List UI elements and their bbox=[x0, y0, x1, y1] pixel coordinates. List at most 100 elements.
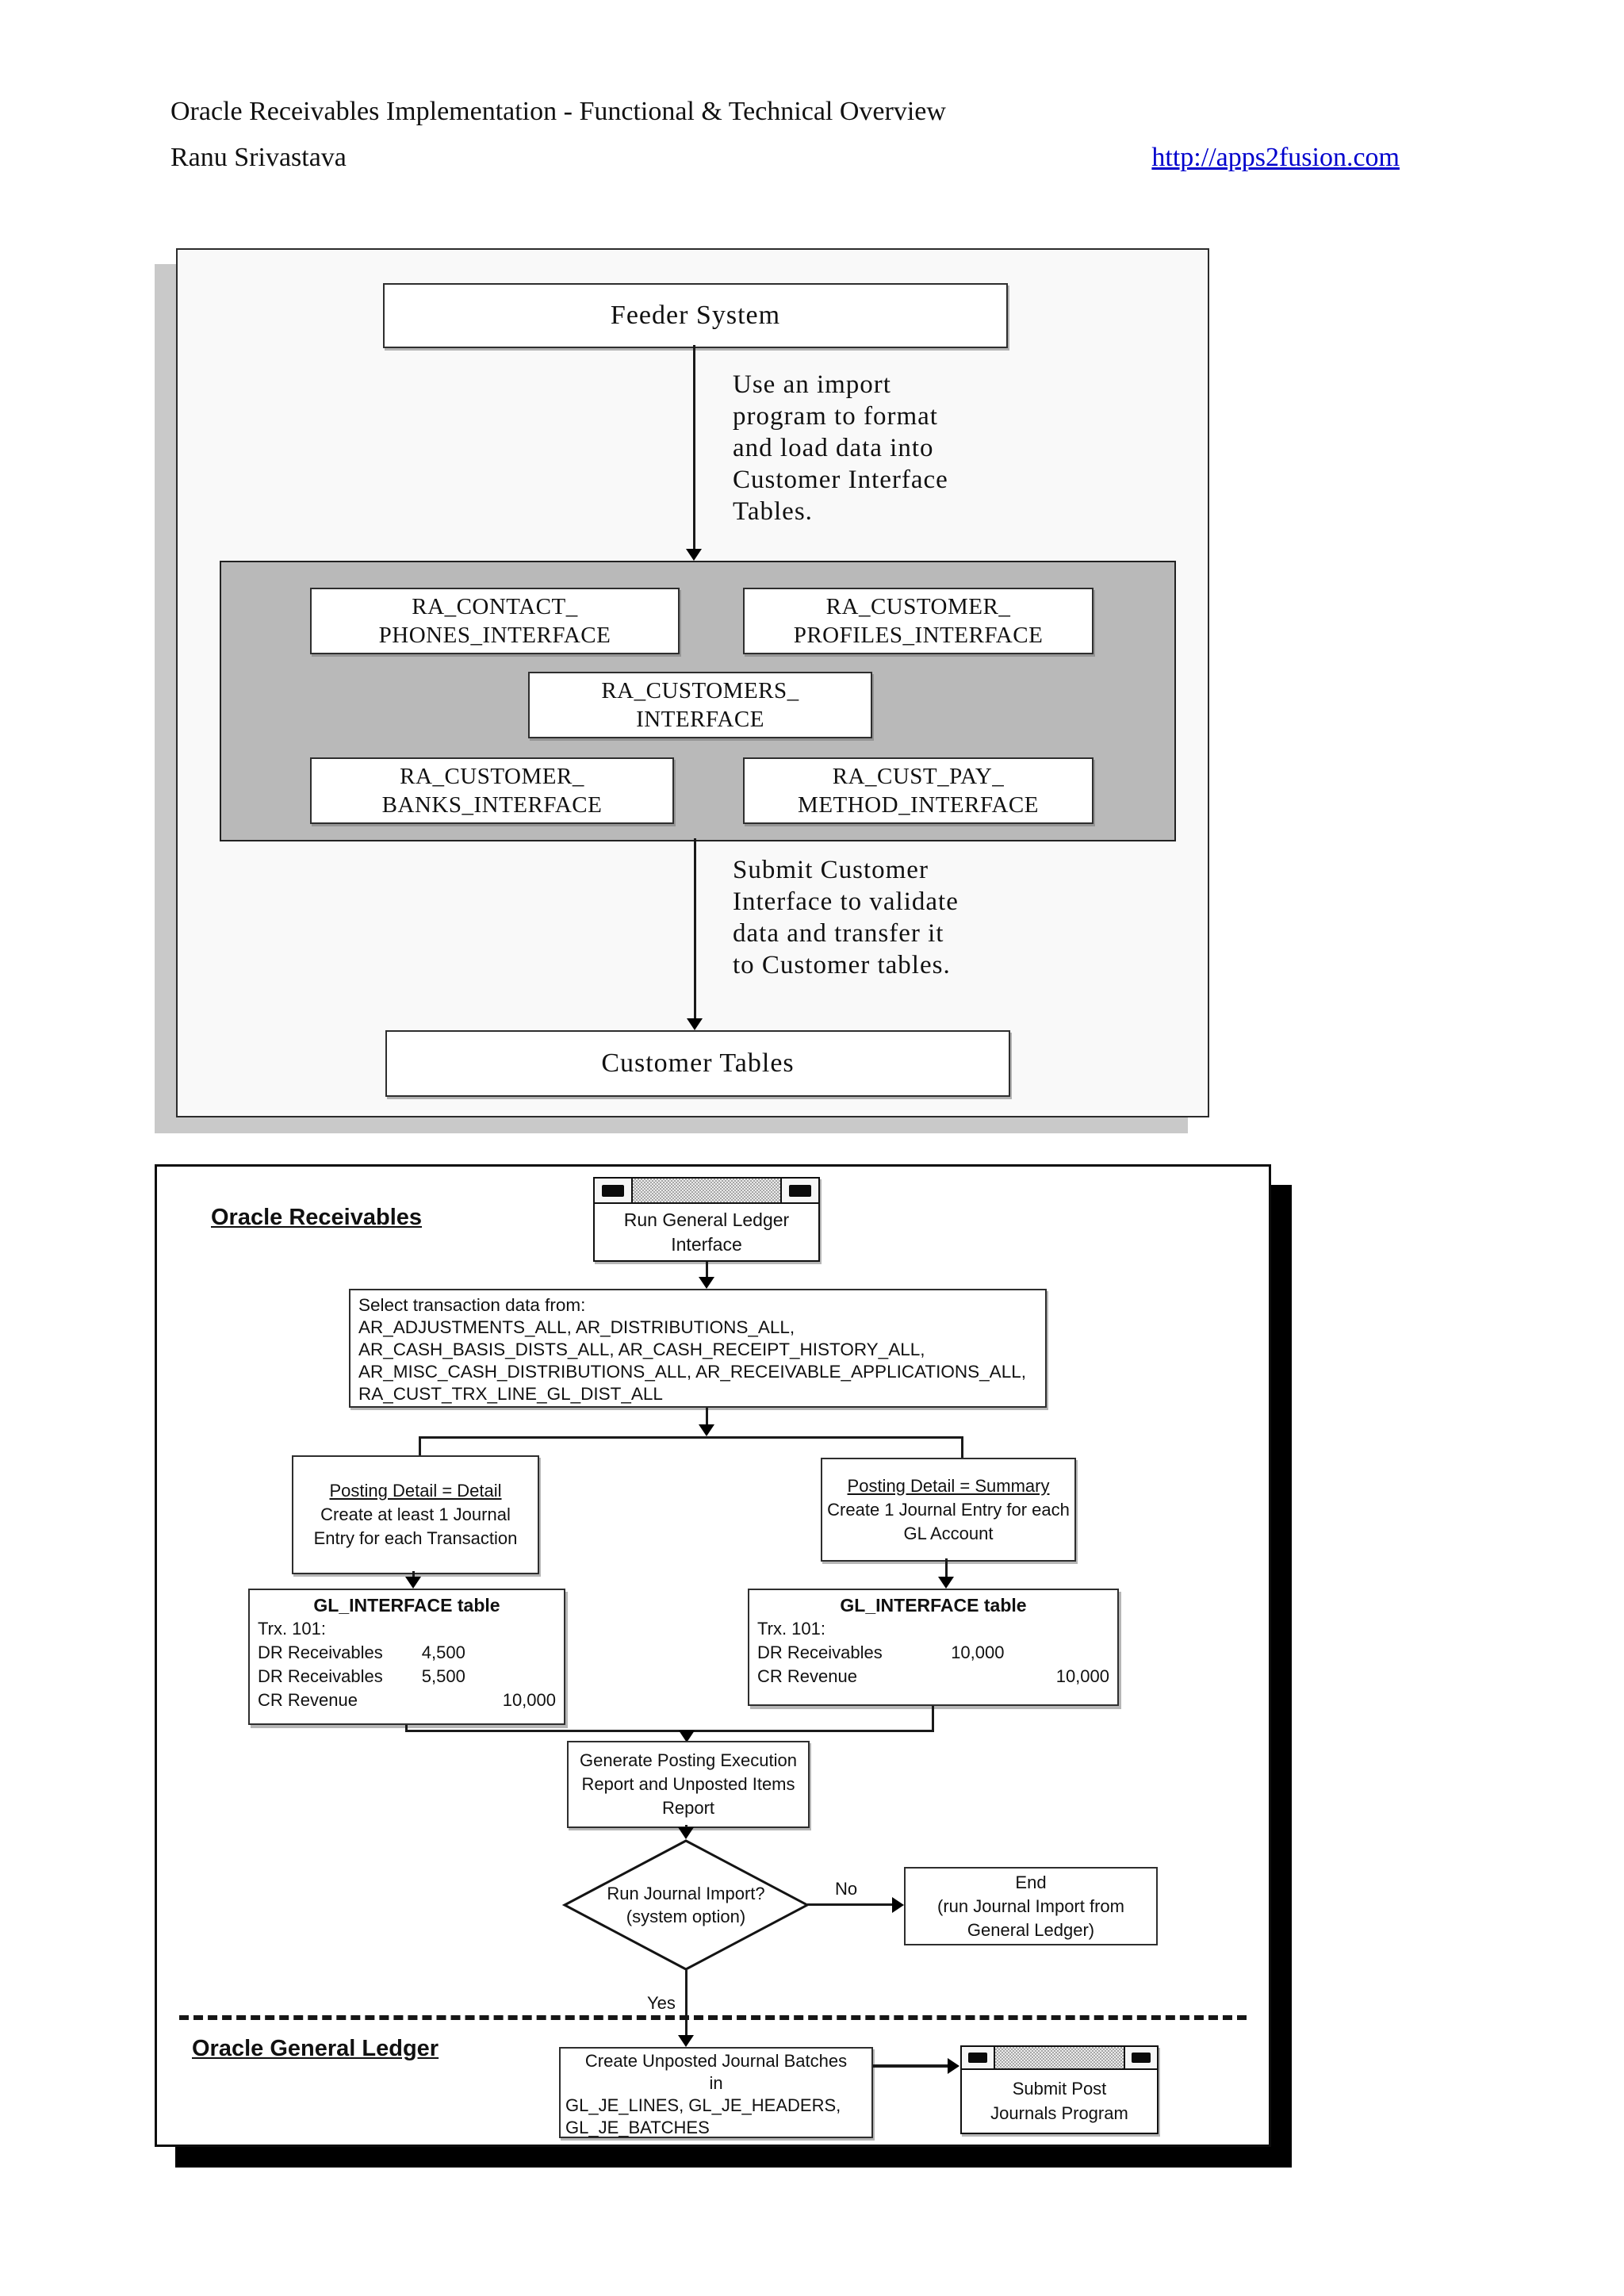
select-line: AR_CASH_BASIS_DISTS_ALL, AR_CASH_RECEIPT… bbox=[358, 1340, 925, 1359]
end-line: (run Journal Import from bbox=[937, 1895, 1124, 1916]
select-line: AR_MISC_CASH_DISTRIBUTIONS_ALL, AR_RECEI… bbox=[358, 1362, 1026, 1382]
window-title-bar-pattern bbox=[631, 1179, 782, 1202]
connector-line bbox=[706, 1408, 708, 1427]
decision-line: Run Journal Import? bbox=[607, 1884, 765, 1903]
gl-row-label: DR Receivables bbox=[258, 1666, 383, 1686]
connector-line bbox=[405, 1730, 934, 1732]
create-line: GL_JE_LINES, GL_JE_HEADERS, bbox=[565, 2095, 841, 2115]
connector-line bbox=[961, 1436, 963, 1458]
gl-row-amount-right: 10,000 bbox=[502, 1690, 556, 1710]
table-name-line: RA_CUSTOMER_ bbox=[825, 594, 1011, 619]
gl-row-label: DR Receivables bbox=[757, 1642, 883, 1662]
window-control-left bbox=[962, 2047, 994, 2068]
create-line: GL_JE_BATCHES bbox=[565, 2118, 710, 2137]
connector-line bbox=[694, 838, 696, 1019]
arrow-down-icon bbox=[678, 1827, 694, 1839]
arrow-down-icon bbox=[699, 1277, 714, 1289]
customer-tables-label: Customer Tables bbox=[601, 1048, 795, 1078]
connector-line bbox=[706, 1262, 708, 1279]
note-line: Customer Interface bbox=[733, 466, 948, 494]
gl-interface-flow-diagram: Oracle Receivables Run General Ledger In… bbox=[155, 1164, 1271, 2147]
gl-table-title: GL_INTERFACE table bbox=[840, 1595, 1027, 1616]
gl-row-label: CR Revenue bbox=[258, 1690, 358, 1710]
author-name: Ranu Srivastava bbox=[170, 143, 347, 172]
select-line: AR_ADJUSTMENTS_ALL, AR_DISTRIBUTIONS_ALL… bbox=[358, 1317, 795, 1337]
oracle-receivables-section-label: Oracle Receivables bbox=[211, 1205, 423, 1230]
posting-detail-line: Entry for each Transaction bbox=[313, 1528, 518, 1548]
note-line: Submit Customer bbox=[733, 856, 929, 884]
note-line: data and transfer it bbox=[733, 919, 944, 948]
ra-customers-interface-box: RA_CUSTOMERS_ INTERFACE bbox=[528, 672, 872, 738]
window-label-line: Submit Post bbox=[1012, 2078, 1107, 2099]
window-control-square-icon bbox=[602, 1184, 624, 1197]
customer-tables-box: Customer Tables bbox=[385, 1030, 1010, 1097]
connector-line bbox=[932, 1706, 934, 1732]
gl-table-row: DR Receivables 5,500 bbox=[258, 1665, 556, 1688]
window-title-bar bbox=[595, 1179, 818, 1204]
gl-row-amount: 4,500 bbox=[421, 1642, 465, 1662]
no-branch-label: No bbox=[835, 1879, 858, 1899]
gl-table-row: CR Revenue 10,000 bbox=[258, 1688, 556, 1712]
end-line: End bbox=[1015, 1872, 1047, 1892]
table-name-line: PHONES_INTERFACE bbox=[378, 623, 611, 648]
window-control-square-icon bbox=[1132, 2053, 1151, 2063]
ra-cust-pay-method-interface-box: RA_CUST_PAY_ METHOD_INTERFACE bbox=[743, 757, 1094, 824]
generate-line: Report and Unposted Items bbox=[581, 1774, 795, 1794]
arrow-right-icon bbox=[892, 1897, 904, 1913]
table-name-line: BANKS_INTERFACE bbox=[381, 792, 603, 818]
window-control-left bbox=[595, 1179, 631, 1202]
arrow-down-icon bbox=[405, 1577, 421, 1589]
ra-customer-profiles-interface-box: RA_CUSTOMER_ PROFILES_INTERFACE bbox=[743, 588, 1094, 654]
connector-line bbox=[945, 1558, 948, 1579]
note-line: Interface to validate bbox=[733, 887, 959, 916]
table-name-line: RA_CUST_PAY_ bbox=[832, 764, 1005, 789]
arrow-down-icon bbox=[938, 1577, 954, 1589]
oracle-general-ledger-section-label: Oracle General Ledger bbox=[192, 2036, 439, 2061]
feeder-system-box: Feeder System bbox=[383, 283, 1008, 348]
end-box: End (run Journal Import from General Led… bbox=[904, 1867, 1158, 1945]
end-line: General Ledger) bbox=[967, 1919, 1095, 1940]
page-title: Oracle Receivables Implementation - Func… bbox=[170, 97, 946, 126]
note-line: and load data into bbox=[733, 434, 934, 462]
feeder-system-label: Feeder System bbox=[610, 301, 781, 330]
table-name-line: METHOD_INTERFACE bbox=[798, 792, 1039, 818]
note-line: Tables. bbox=[733, 497, 813, 526]
select-line: RA_CUST_TRX_LINE_GL_DIST_ALL bbox=[358, 1384, 663, 1404]
section-divider-dashed-line bbox=[179, 2015, 1247, 2020]
window-title-bar-pattern bbox=[994, 2047, 1125, 2068]
posting-detail-detail-box: Posting Detail = Detail Create at least … bbox=[292, 1455, 539, 1574]
gl-table-row: CR Revenue 10,000 bbox=[757, 1665, 1109, 1688]
connector-line bbox=[412, 1571, 415, 1579]
run-gl-interface-window: Run General Ledger Interface bbox=[593, 1177, 820, 1262]
posting-summary-line: GL Account bbox=[903, 1523, 994, 1543]
gl-row-amount: 10,000 bbox=[951, 1642, 1005, 1662]
window-control-right bbox=[1125, 2047, 1157, 2068]
table-name-line: RA_CUSTOMERS_ bbox=[601, 678, 799, 703]
ra-customer-banks-interface-box: RA_CUSTOMER_ BANKS_INTERFACE bbox=[310, 757, 674, 824]
arrow-down-icon bbox=[687, 1018, 703, 1030]
trx-label: Trx. 101: bbox=[258, 1619, 326, 1639]
table-name-line: INTERFACE bbox=[636, 707, 764, 732]
posting-summary-line: Create 1 Journal Entry for each bbox=[827, 1499, 1070, 1520]
arrow-down-icon bbox=[679, 1731, 695, 1742]
submit-post-journals-window: Submit Post Journals Program bbox=[960, 2045, 1159, 2134]
table-name-line: RA_CUSTOMER_ bbox=[400, 764, 584, 789]
submit-note: Submit Customer Interface to validate da… bbox=[733, 854, 959, 981]
note-line: Use an import bbox=[733, 370, 891, 399]
arrow-down-icon bbox=[699, 1424, 714, 1436]
gl-interface-table-detail: GL_INTERFACE table Trx. 101: DR Receivab… bbox=[248, 1589, 565, 1725]
window-body: Run General Ledger Interface bbox=[595, 1204, 818, 1260]
select-line: Select transaction data from: bbox=[358, 1295, 586, 1315]
customer-interface-diagram: Feeder System Use an import program to f… bbox=[176, 248, 1209, 1117]
note-line: to Customer tables. bbox=[733, 951, 951, 979]
arrow-right-icon bbox=[948, 2058, 959, 2074]
decision-diamond-text: Run Journal Import? (system option) bbox=[562, 1838, 810, 1972]
apps2fusion-link[interactable]: http://apps2fusion.com bbox=[1151, 143, 1400, 172]
posting-summary-title: Posting Detail = Summary bbox=[847, 1475, 1050, 1496]
gl-row-label: CR Revenue bbox=[757, 1666, 857, 1686]
gl-table-title: GL_INTERFACE table bbox=[313, 1595, 500, 1616]
select-transaction-data-box: Select transaction data from: AR_ADJUSTM… bbox=[349, 1289, 1047, 1408]
window-body: Submit Post Journals Program bbox=[962, 2070, 1157, 2131]
gl-interface-table-summary: GL_INTERFACE table Trx. 101: DR Receivab… bbox=[748, 1589, 1119, 1706]
yes-branch-label: Yes bbox=[647, 1993, 676, 2013]
